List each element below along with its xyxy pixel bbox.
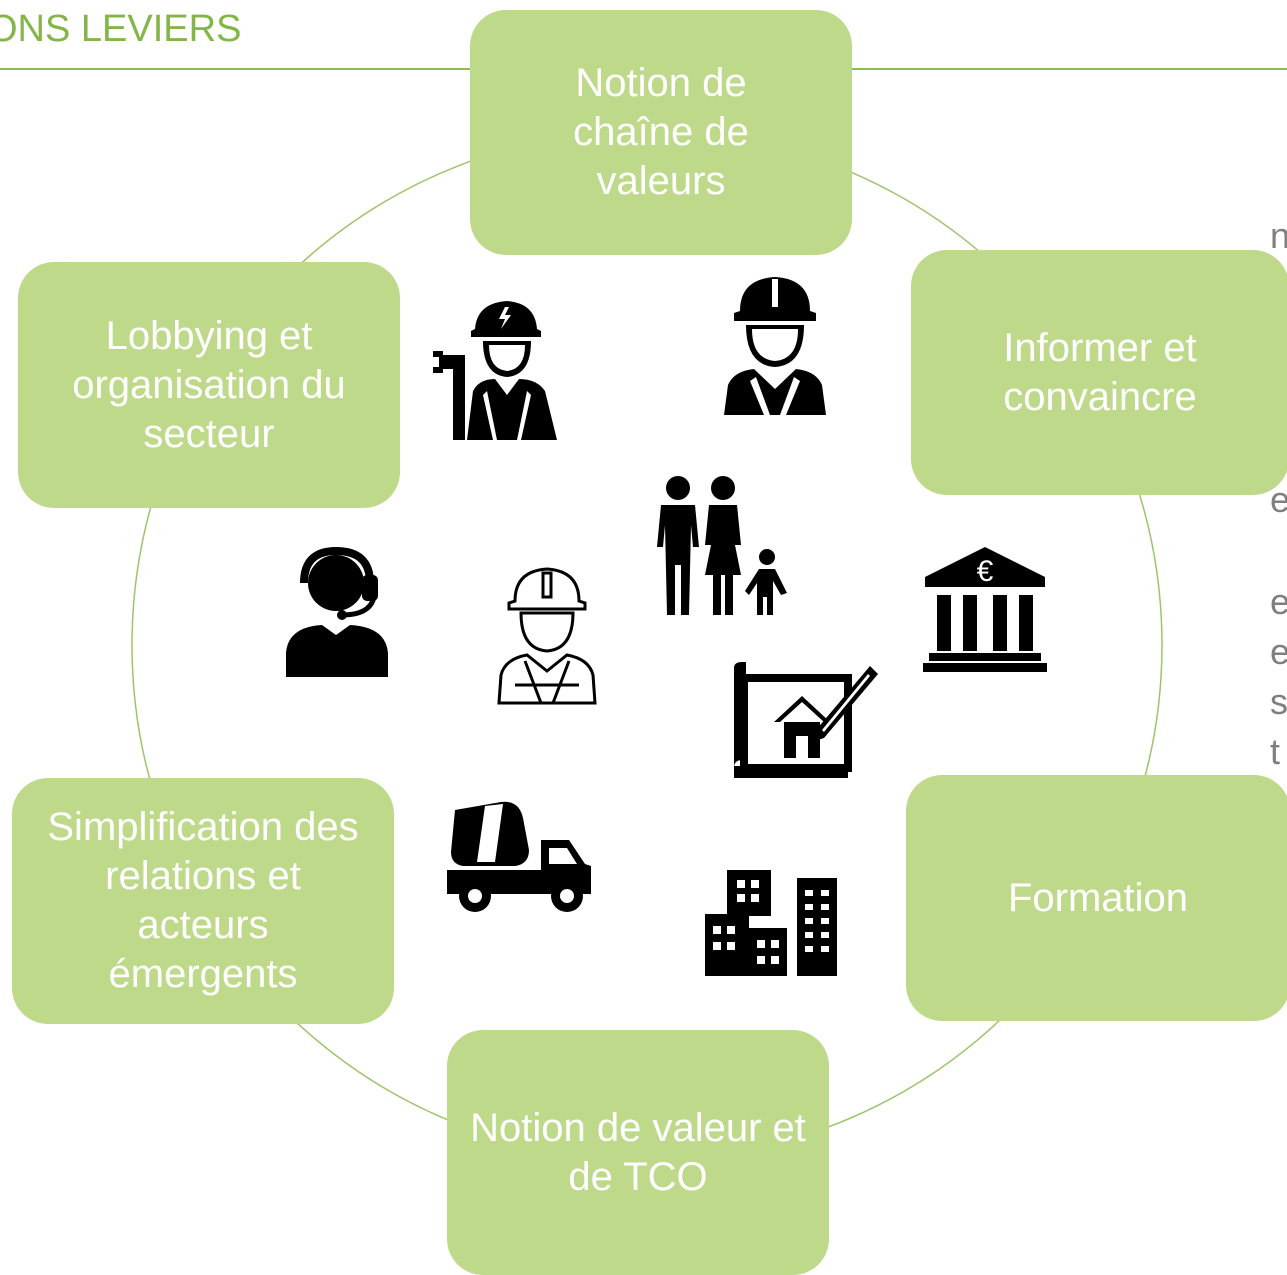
- edge-fragment: s: [1270, 681, 1287, 722]
- headset-operator-icon: [286, 546, 388, 677]
- concrete-mixer-truck-icon: [447, 801, 591, 912]
- lever-simplification: Simplification des relations et acteurs …: [12, 778, 394, 1024]
- construction-worker-icon: [724, 277, 826, 415]
- bank-euro-icon: €: [923, 547, 1047, 672]
- lever-value-tco: Notion de valeur et de TCO: [447, 1030, 829, 1275]
- edge-fragment: e: [1270, 631, 1287, 672]
- lever-inform: Informer et convaincre: [911, 250, 1287, 495]
- lever-value-chain: Notion de chaîne de valeurs: [470, 10, 852, 255]
- edge-fragment: e: [1270, 581, 1287, 622]
- lever-label: Formation: [1007, 875, 1189, 920]
- lever-label: Notion de chaîne de valeurs: [573, 61, 749, 203]
- lever-label: Notion de valeur et de TCO: [470, 1105, 806, 1199]
- lever-lobbying: Lobbying et organisation du secteur: [18, 262, 400, 508]
- lever-training: Formation: [906, 775, 1287, 1021]
- worker-outline-icon: [497, 567, 597, 705]
- house-blueprint-icon: [734, 662, 878, 778]
- edge-fragment: e: [1270, 479, 1287, 520]
- svg-text:€: €: [977, 555, 994, 588]
- lever-label: Informer et convaincre: [1003, 325, 1197, 419]
- page-title: ONS LEVIERS: [0, 8, 242, 50]
- edge-fragment: n: [1270, 215, 1287, 256]
- electrician-icon: [433, 301, 557, 440]
- city-buildings-icon: [705, 870, 837, 976]
- title-rule-right: [852, 68, 1287, 70]
- title-rule-left: [0, 68, 470, 70]
- lever-label: Lobbying et organisation du secteur: [72, 313, 346, 456]
- lever-label: Simplification des relations et acteurs …: [47, 805, 359, 996]
- edge-fragment: t: [1270, 731, 1281, 772]
- family-icon: [657, 476, 787, 615]
